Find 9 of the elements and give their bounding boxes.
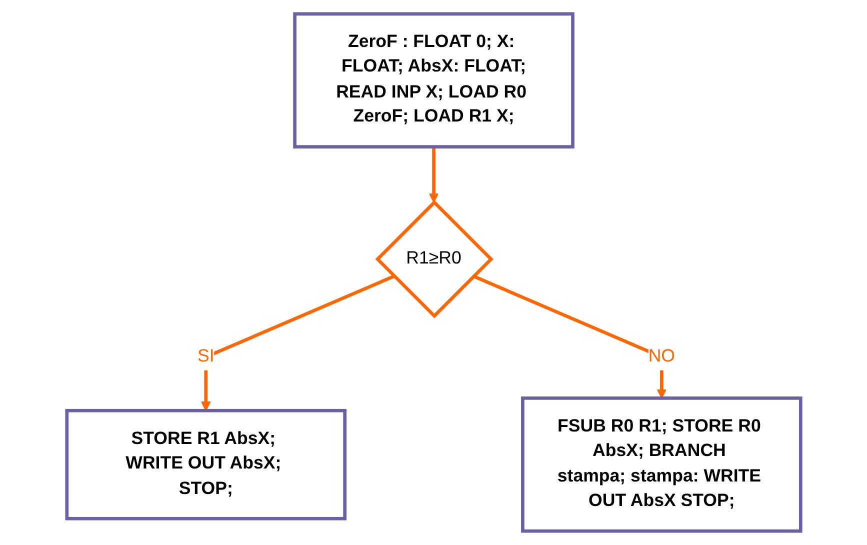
node-box: STORE R1 AbsX; WRITE OUT AbsX; STOP;	[64, 408, 346, 520]
node-diamond: R1≥R0	[374, 200, 494, 318]
arrow	[472, 274, 666, 399]
node-box: FSUB R0 R1; STORE R0 AbsX; BRANCH stampa; stampa: WRITE OUT AbsX STOP;	[520, 396, 802, 533]
node-box: ZeroF : FLOAT 0; X: FLOAT; AbsX: FLOAT; READ INP X; LOAD R0 ZeroF; LOAD R1 X;	[292, 12, 574, 148]
arrow	[428, 146, 438, 203]
edge-label: NO	[648, 347, 675, 366]
arrow	[200, 274, 394, 412]
edge-label: SI	[197, 347, 214, 366]
